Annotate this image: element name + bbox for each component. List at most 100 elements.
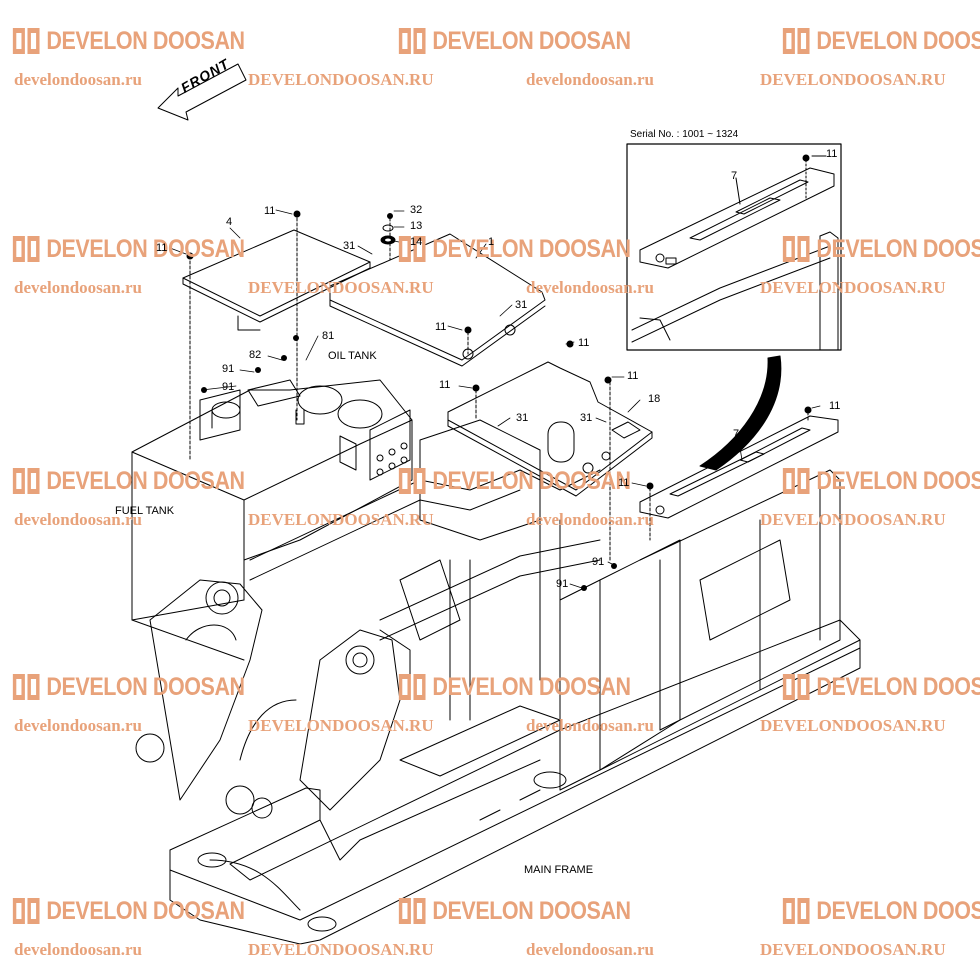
develon-logo-icon <box>398 236 426 262</box>
watermark-url: develondoosan.ru <box>14 278 142 297</box>
watermark-url: develondoosan.ru <box>14 70 142 89</box>
watermark-logo: DEVELON DOOSAN <box>398 234 631 264</box>
develon-logo-icon <box>398 898 426 924</box>
callout-11: 11 <box>826 148 838 160</box>
develon-logo-icon <box>782 28 810 54</box>
callout-7: 7 <box>731 170 738 182</box>
serial-number-note: Serial No. : 1001 ~ 1324 <box>630 129 739 140</box>
watermark-brand: DEVELON DOOSAN <box>432 896 631 925</box>
main-frame <box>169 619 861 945</box>
watermark-logo: DEVELON DOOSAN <box>12 896 245 926</box>
panel-1 <box>329 233 546 367</box>
watermark-url: DEVELONDOOSAN.RU <box>248 716 434 735</box>
callout-91: 91 <box>222 363 235 375</box>
watermark-url: DEVELONDOOSAN.RU <box>760 716 946 735</box>
callout-11: 11 <box>829 400 841 412</box>
watermark-url: develondoosan.ru <box>14 510 142 529</box>
watermark-logo: DEVELON DOOSAN <box>12 466 245 496</box>
front-arrow-icon <box>157 63 247 121</box>
watermark-logo: DEVELON DOOSAN <box>398 672 631 702</box>
develon-logo-icon <box>782 898 810 924</box>
develon-logo-icon <box>782 674 810 700</box>
develon-logo-icon <box>12 674 40 700</box>
serial-inset-box <box>626 143 842 351</box>
develon-logo-icon <box>12 468 40 494</box>
watermark-logo: DEVELON DOOSAN <box>12 234 245 264</box>
develon-logo-icon <box>12 898 40 924</box>
watermark-brand: DEVELON DOOSAN <box>46 466 245 495</box>
callout-91: 91 <box>556 578 569 590</box>
callout-31: 31 <box>580 412 593 424</box>
watermark-url: DEVELONDOOSAN.RU <box>760 510 946 529</box>
watermark-url: DEVELONDOOSAN.RU <box>248 70 434 89</box>
callout-11: 11 <box>435 321 447 333</box>
watermark-logo: DEVELON DOOSAN <box>398 26 631 56</box>
watermark-url: DEVELONDOOSAN.RU <box>760 940 946 959</box>
callout-11: 11 <box>156 242 168 254</box>
develon-logo-icon <box>782 468 810 494</box>
fuel-tank-label: FUEL TANK <box>115 505 175 517</box>
watermark-logo: DEVELON DOOSAN <box>12 26 245 56</box>
watermark-brand: DEVELON DOOSAN <box>816 672 980 701</box>
callout-32: 32 <box>410 204 423 216</box>
watermark-brand: DEVELON DOOSAN <box>46 26 245 55</box>
curved-arrow-icon <box>699 355 782 471</box>
callout-13: 13 <box>410 220 423 232</box>
watermark-logo: DEVELON DOOSAN <box>398 896 631 926</box>
watermark-url: develondoosan.ru <box>526 278 654 297</box>
callout-82: 82 <box>249 349 262 361</box>
callout-11: 11 <box>578 337 590 349</box>
develon-logo-icon <box>12 236 40 262</box>
callout-91: 91 <box>222 381 235 393</box>
develon-logo-icon <box>398 28 426 54</box>
watermark-brand: DEVELON DOOSAN <box>816 26 980 55</box>
watermark-brand: DEVELON DOOSAN <box>432 234 631 263</box>
panel-4 <box>182 229 371 331</box>
develon-logo-icon <box>12 28 40 54</box>
callout-1: 1 <box>488 236 495 248</box>
callout-31: 31 <box>515 299 528 311</box>
watermark-logo: DEVELON DOOSAN <box>12 672 245 702</box>
watermark-brand: DEVELON DOOSAN <box>816 234 980 263</box>
callout-11: 11 <box>618 477 630 489</box>
callout-11: 11 <box>439 379 451 391</box>
watermark-url: DEVELONDOOSAN.RU <box>760 70 946 89</box>
watermark-url: develondoosan.ru <box>14 716 142 735</box>
watermark-brand: DEVELON DOOSAN <box>816 896 980 925</box>
watermark-url: develondoosan.ru <box>526 510 654 529</box>
callout-11: 11 <box>627 370 639 382</box>
callout-14: 14 <box>410 236 423 248</box>
watermark-brand: DEVELON DOOSAN <box>432 466 631 495</box>
plate-7 <box>639 415 839 519</box>
watermark-brand: DEVELON DOOSAN <box>432 26 631 55</box>
develon-logo-icon <box>782 236 810 262</box>
oil-tank-label: OIL TANK <box>328 350 377 362</box>
watermark-logo: DEVELON DOOSAN <box>782 234 980 264</box>
watermark-brand: DEVELON DOOSAN <box>46 672 245 701</box>
callout-11: 11 <box>264 205 276 217</box>
callout-91: 91 <box>592 556 605 568</box>
callout-81: 81 <box>322 330 335 342</box>
develon-logo-icon <box>398 468 426 494</box>
watermark-url: DEVELONDOOSAN.RU <box>248 510 434 529</box>
callout-31: 31 <box>516 412 529 424</box>
develon-logo-icon <box>398 674 426 700</box>
watermark-logo: DEVELON DOOSAN <box>782 896 980 926</box>
watermark-brand: DEVELON DOOSAN <box>816 466 980 495</box>
watermark-brand: DEVELON DOOSAN <box>46 896 245 925</box>
watermark-logo: DEVELON DOOSAN <box>782 672 980 702</box>
callout-31: 31 <box>343 240 356 252</box>
watermark-logo: DEVELON DOOSAN <box>398 466 631 496</box>
watermark-logo: DEVELON DOOSAN <box>782 26 980 56</box>
callout-7: 7 <box>733 428 740 440</box>
watermark-url: DEVELONDOOSAN.RU <box>248 278 434 297</box>
watermark-logo: DEVELON DOOSAN <box>782 466 980 496</box>
watermark-brand: DEVELON DOOSAN <box>46 234 245 263</box>
watermark-url: develondoosan.ru <box>526 940 654 959</box>
watermark-url: develondoosan.ru <box>526 716 654 735</box>
watermark-url: DEVELONDOOSAN.RU <box>248 940 434 959</box>
watermark-url: DEVELONDOOSAN.RU <box>760 278 946 297</box>
callout-4: 4 <box>226 216 233 228</box>
